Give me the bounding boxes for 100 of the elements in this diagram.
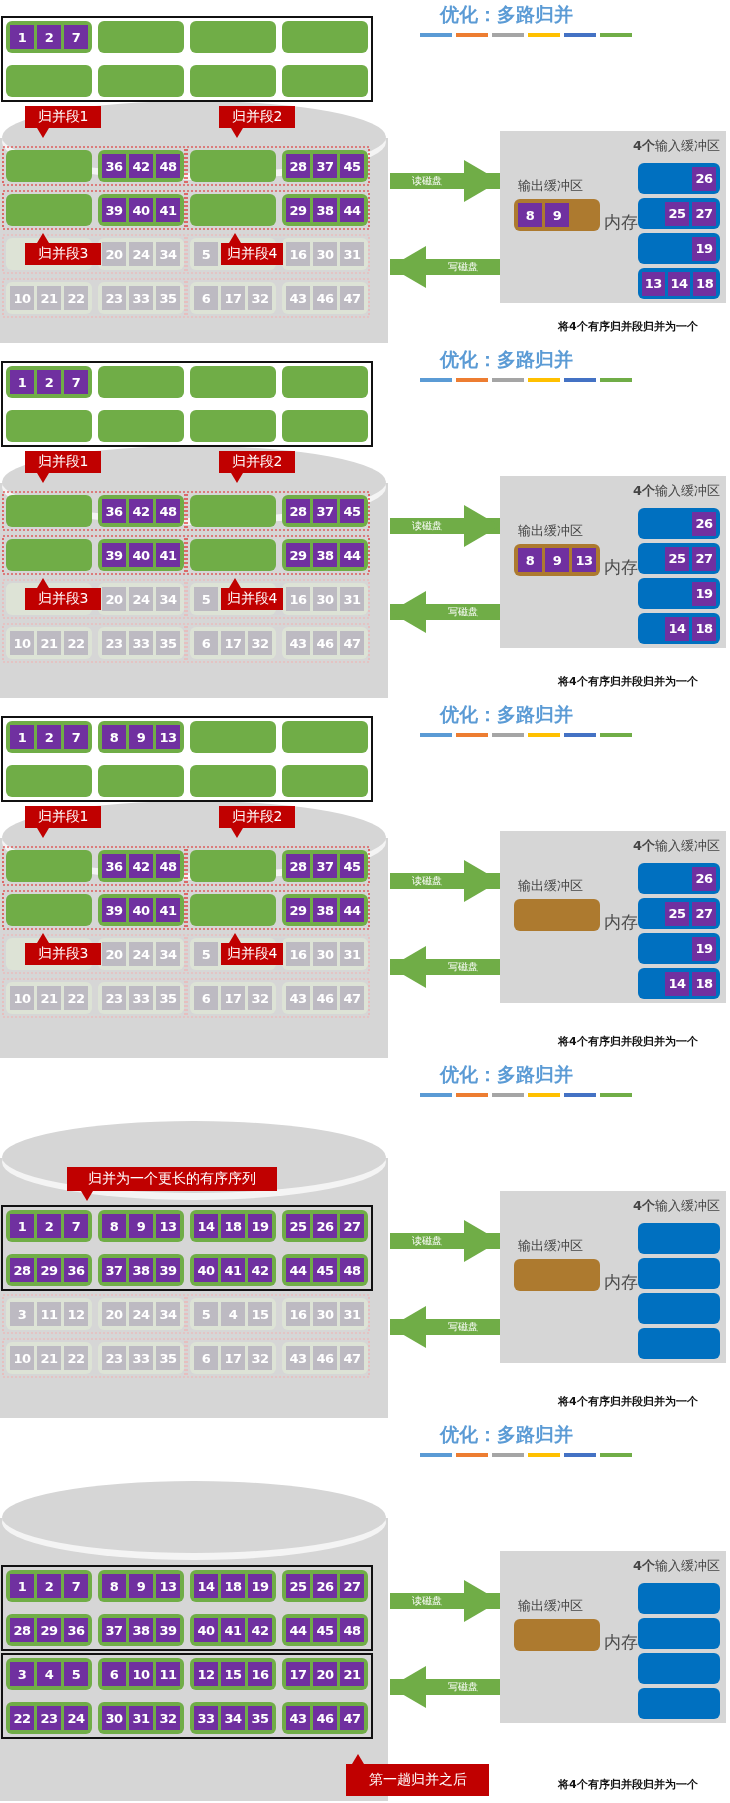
input-buffer xyxy=(638,968,720,999)
number-cell: 4 xyxy=(37,1662,61,1686)
data-block xyxy=(282,627,368,659)
number-cell: 33 xyxy=(129,1346,153,1370)
number-cell: 37 xyxy=(313,854,337,878)
number-cell: 30 xyxy=(313,1302,337,1326)
number-cell: 1 xyxy=(10,725,34,749)
data-block xyxy=(6,1342,92,1374)
data-block xyxy=(190,894,276,926)
input-buffer xyxy=(638,233,720,264)
data-block xyxy=(98,1342,184,1374)
data-block xyxy=(282,1570,368,1602)
number-cell: 40 xyxy=(129,198,153,222)
number-cell: 29 xyxy=(286,543,310,567)
number-cell: 34 xyxy=(221,1706,245,1730)
block-arrow xyxy=(390,1220,500,1262)
caption-text: 将4个有序归并段归并为一个 xyxy=(558,674,698,689)
number-cell: 33 xyxy=(129,986,153,1010)
data-block xyxy=(190,1702,276,1734)
data-block xyxy=(6,21,92,53)
number-cell: 27 xyxy=(692,201,716,226)
number-cell: 20 xyxy=(102,1302,126,1326)
number-cell: 10 xyxy=(129,1662,153,1686)
data-block xyxy=(282,539,368,571)
number-cell: 14 xyxy=(194,1214,218,1238)
memory-label: 内存 xyxy=(604,556,638,579)
data-block xyxy=(282,894,368,926)
data-block xyxy=(6,1658,92,1690)
slide-title: 优化：多路归并 xyxy=(440,1422,573,1447)
data-block xyxy=(282,583,368,615)
number-cell: 34 xyxy=(156,242,180,266)
data-block xyxy=(6,982,92,1014)
data-block xyxy=(6,1298,92,1330)
number-cell: 47 xyxy=(340,1346,364,1370)
number-cell: 35 xyxy=(156,986,180,1010)
number-cell: 31 xyxy=(129,1706,153,1730)
number-cell: 19 xyxy=(248,1574,272,1598)
number-cell: 18 xyxy=(692,616,716,641)
block-arrow xyxy=(390,160,500,202)
memory-panel xyxy=(500,476,726,648)
number-cell: 2 xyxy=(37,1574,61,1598)
data-block xyxy=(282,1614,368,1646)
number-cell: 41 xyxy=(221,1618,245,1642)
number-cell: 1 xyxy=(10,370,34,394)
block-arrow xyxy=(390,860,500,902)
number-cell: 38 xyxy=(313,198,337,222)
number-cell: 48 xyxy=(156,854,180,878)
number-cell: 29 xyxy=(286,198,310,222)
number-cell: 45 xyxy=(340,499,364,523)
data-block xyxy=(6,366,92,398)
number-cell: 15 xyxy=(248,1302,272,1326)
memory-panel xyxy=(500,131,726,303)
slide-title: 优化：多路归并 xyxy=(440,1062,573,1087)
slide-title: 优化：多路归并 xyxy=(440,702,573,727)
data-block xyxy=(282,982,368,1014)
number-cell: 23 xyxy=(102,631,126,655)
number-cell: 30 xyxy=(313,942,337,966)
data-block xyxy=(6,627,92,659)
number-cell: 41 xyxy=(156,543,180,567)
input-buffer xyxy=(638,163,720,194)
number-cell: 36 xyxy=(64,1258,88,1282)
number-cell: 11 xyxy=(37,1302,61,1326)
number-cell: 30 xyxy=(313,242,337,266)
number-cell: 17 xyxy=(221,631,245,655)
number-cell: 16 xyxy=(286,1302,310,1326)
number-cell: 33 xyxy=(129,631,153,655)
data-block xyxy=(282,1658,368,1690)
memory-label: 内存 xyxy=(604,1271,638,1294)
panel-heading: 4个输入缓冲区 xyxy=(632,837,720,855)
number-cell: 43 xyxy=(286,286,310,310)
data-block xyxy=(282,282,368,314)
number-cell: 48 xyxy=(156,499,180,523)
input-buffer xyxy=(638,863,720,894)
number-cell: 14 xyxy=(665,971,689,996)
number-cell: 32 xyxy=(248,986,272,1010)
number-cell: 6 xyxy=(194,1346,218,1370)
number-cell: 35 xyxy=(156,1346,180,1370)
number-cell: 45 xyxy=(313,1618,337,1642)
number-cell: 29 xyxy=(37,1618,61,1642)
buffer-heading: 输出缓冲区 xyxy=(518,877,583,895)
data-block xyxy=(98,583,184,615)
number-cell: 42 xyxy=(248,1258,272,1282)
number-cell: 21 xyxy=(340,1662,364,1686)
number-cell: 27 xyxy=(692,546,716,571)
data-block xyxy=(98,539,184,571)
data-block xyxy=(98,1658,184,1690)
data-block xyxy=(282,410,368,442)
number-cell: 9 xyxy=(545,548,569,572)
number-cell: 32 xyxy=(248,286,272,310)
number-cell: 44 xyxy=(340,543,364,567)
edge-label: 写磁盘 xyxy=(448,1680,478,1694)
number-cell: 47 xyxy=(340,631,364,655)
number-cell: 39 xyxy=(102,198,126,222)
number-cell: 48 xyxy=(340,1258,364,1282)
data-block xyxy=(98,1614,184,1646)
number-cell: 36 xyxy=(102,154,126,178)
block-arrow xyxy=(390,946,500,988)
number-cell: 25 xyxy=(665,546,689,571)
number-cell: 23 xyxy=(102,286,126,310)
number-cell: 19 xyxy=(692,936,716,961)
